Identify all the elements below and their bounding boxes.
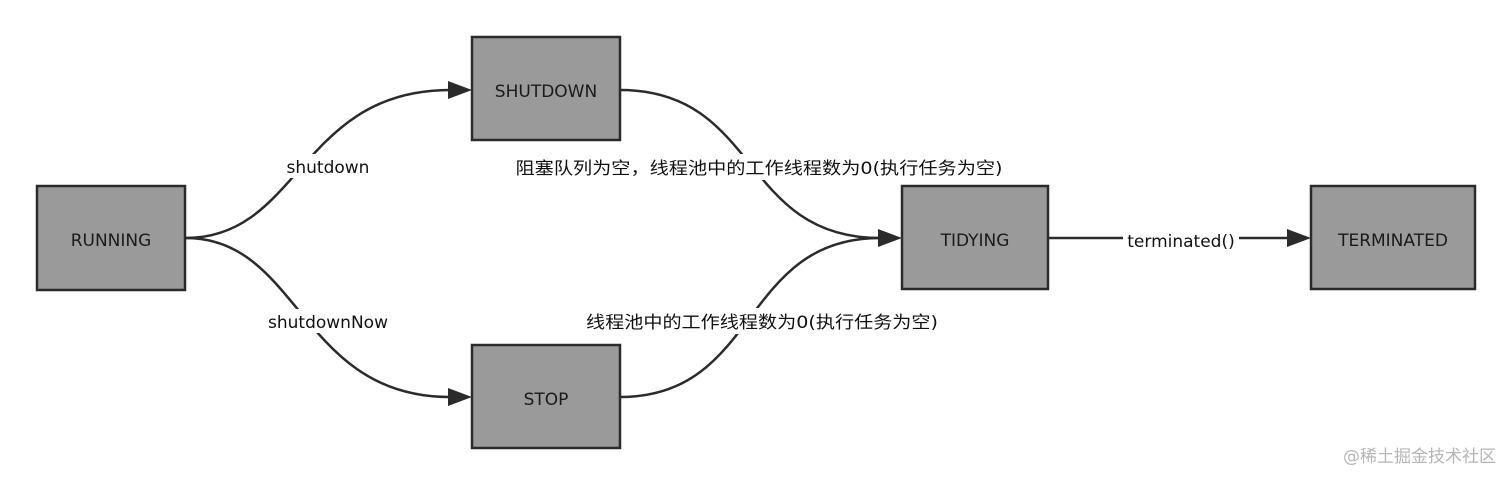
arrowhead-stop bbox=[448, 388, 472, 406]
node-stop-label: STOP bbox=[524, 390, 569, 410]
node-terminated-label: TERMINATED bbox=[1337, 231, 1448, 251]
arrowhead-terminated bbox=[1287, 229, 1311, 247]
arrowhead-tidying-top bbox=[878, 229, 902, 247]
edge-label-shutdown-to-tidying: 阻塞队列为空，线程池中的工作线程数为0(执行任务为空) bbox=[516, 159, 1003, 179]
edge-label-terminated: terminated() bbox=[1127, 232, 1234, 252]
node-stop: STOP bbox=[470, 343, 622, 450]
node-running-label: RUNNING bbox=[71, 231, 152, 251]
edge-label-shutdown: shutdown bbox=[287, 158, 370, 178]
node-shutdown: SHUTDOWN bbox=[470, 35, 622, 142]
edge-label-stop-to-tidying: 线程池中的工作线程数为0(执行任务为空) bbox=[586, 313, 938, 333]
edge-label-shutdownnow: shutdownNow bbox=[268, 313, 388, 333]
node-running: RUNNING bbox=[35, 184, 187, 292]
node-tidying: TIDYING bbox=[900, 184, 1050, 291]
node-tidying-label: TIDYING bbox=[940, 231, 1010, 251]
node-terminated: TERMINATED bbox=[1309, 184, 1477, 291]
node-shutdown-label: SHUTDOWN bbox=[495, 82, 597, 102]
arrowhead-shutdown bbox=[448, 81, 472, 99]
watermark: @稀土掘金技术社区 bbox=[1343, 447, 1496, 467]
